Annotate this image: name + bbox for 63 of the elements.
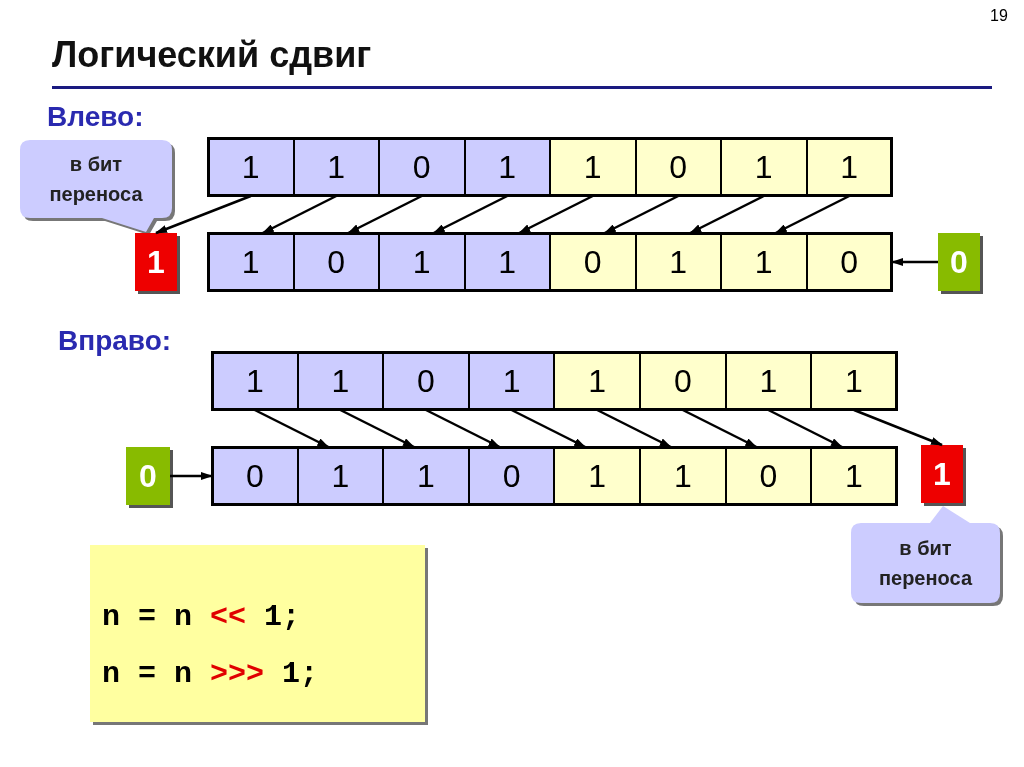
arrow (891, 258, 938, 266)
speech-bubble (851, 506, 1000, 603)
bit-cell: 1 (293, 138, 379, 196)
arrow (170, 472, 213, 480)
bit-cell: 0 (379, 138, 465, 196)
bit-cell: 1 (297, 447, 384, 505)
arrow (853, 408, 943, 447)
arrow (767, 408, 843, 449)
bit-cell: 0 (468, 447, 555, 505)
bit-cell: 1 (468, 352, 555, 410)
bit-cell: 0 (550, 233, 636, 291)
fill-bit-box: 0 (126, 447, 170, 505)
arrow (603, 194, 679, 235)
bit-cell: 1 (640, 447, 726, 505)
carry-bit-box: 1 (921, 445, 963, 503)
bit-cell: 1 (811, 447, 897, 505)
code-line: n = n << 1; (102, 598, 302, 636)
bit-cell: 1 (208, 233, 294, 291)
arrow (155, 194, 252, 235)
bit-cell: 0 (725, 447, 812, 505)
section-label: Влево: (47, 100, 144, 134)
arrow (432, 194, 508, 235)
page-number: 19 (990, 6, 1008, 26)
bit-cell: 1 (212, 352, 298, 410)
speech-bubble (20, 140, 172, 232)
bit-cell: 1 (464, 138, 550, 196)
bit-cell: 0 (212, 447, 298, 505)
callout-text: в бит переноса (877, 536, 974, 591)
bit-cell: 1 (635, 233, 721, 291)
bit-cell: 1 (464, 233, 550, 291)
carry-bit-box: 1 (135, 233, 177, 291)
fill-bit-box: 0 (938, 233, 980, 291)
bit-cell: 1 (208, 138, 294, 196)
arrow (774, 194, 850, 235)
bit-cell: 0 (635, 138, 721, 196)
code-box (90, 545, 425, 722)
callout-text: в бит переноса (48, 152, 144, 207)
bit-cell: 1 (721, 233, 807, 291)
bit-cell: 1 (383, 447, 469, 505)
arrow (261, 194, 337, 235)
bit-cell: 1 (554, 447, 640, 505)
arrow (254, 408, 330, 449)
arrow (689, 194, 765, 235)
bit-cell: 0 (640, 352, 726, 410)
bit-cell: 1 (379, 233, 465, 291)
bit-cell: 1 (721, 138, 807, 196)
arrow (347, 194, 423, 235)
bit-cell: 1 (811, 352, 897, 410)
arrow (425, 408, 501, 449)
arrow (682, 408, 758, 449)
bit-cell: 1 (554, 352, 640, 410)
slide-title: Логический сдвиг (52, 33, 372, 77)
bit-cell: 1 (550, 138, 636, 196)
bit-cell: 1 (297, 352, 384, 410)
bit-cell: 0 (293, 233, 379, 291)
code-line: n = n >>> 1; (102, 655, 320, 693)
bit-cell: 1 (725, 352, 812, 410)
arrow (596, 408, 672, 449)
arrow (339, 408, 415, 449)
arrow (511, 408, 587, 449)
bit-cell: 0 (383, 352, 469, 410)
arrow (518, 194, 594, 235)
section-label: Вправо: (58, 324, 172, 358)
